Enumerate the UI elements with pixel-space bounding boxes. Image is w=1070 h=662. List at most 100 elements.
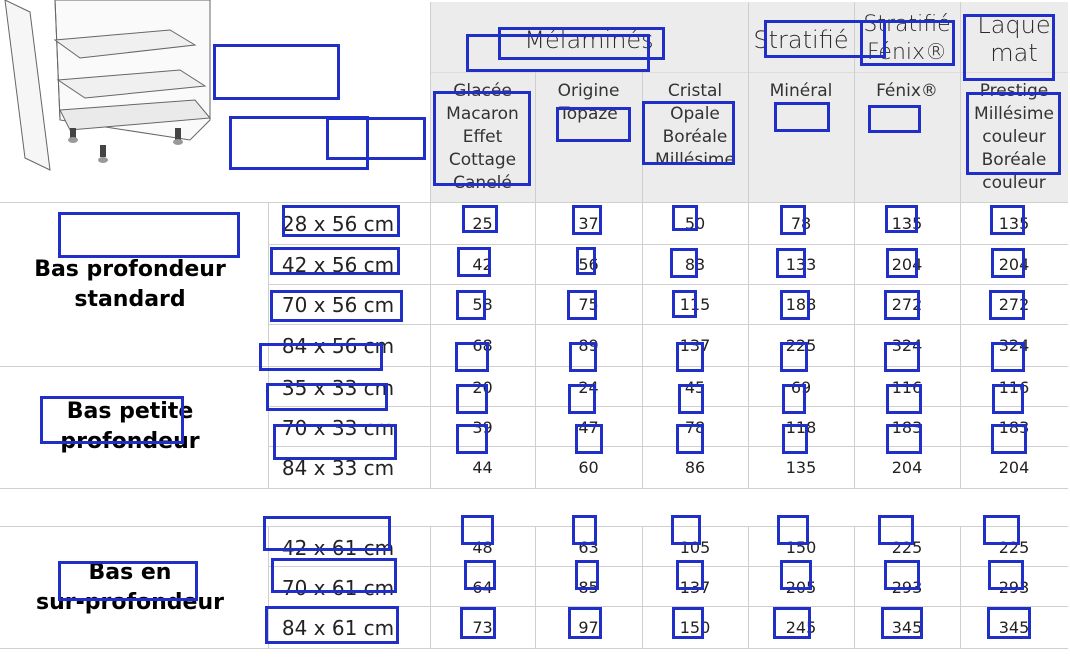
annotation-box [40, 396, 184, 444]
column-subheader-line: couleur [982, 173, 1046, 193]
price-cell: 183 [891, 418, 923, 437]
annotation-box [878, 515, 914, 545]
annotation-box [776, 248, 806, 278]
header-fenix-line2: Fénix® [866, 40, 948, 65]
annotation-box [991, 342, 1025, 372]
dimension-cell: 28 x 56 cm [281, 211, 395, 236]
annotation-box [462, 205, 498, 233]
column-subheader-line: Boréale [662, 127, 728, 147]
price-cell: 272 [891, 295, 923, 314]
annotation-box [963, 14, 1055, 81]
price-cell: 135 [785, 458, 817, 477]
annotation-box [987, 607, 1031, 639]
annotation-box [860, 20, 955, 66]
column-subheader-line: Origine [557, 81, 620, 101]
annotation-box [326, 117, 426, 160]
column-subheader-line: Opale [670, 104, 720, 124]
price-cell: 345 [891, 618, 923, 637]
column-subheader-line: Prestige [979, 81, 1049, 101]
annotation-box [455, 342, 489, 372]
annotation-box [777, 515, 809, 545]
price-cell: 204 [891, 458, 923, 477]
annotation-box [572, 515, 597, 545]
price-cell: 86 [684, 458, 706, 477]
annotation-box [671, 515, 701, 545]
price-cell: 69 [790, 378, 812, 397]
annotation-box [780, 560, 812, 590]
column-subheader-line: couleur [982, 127, 1046, 147]
dimension-cell: 70 x 61 cm [281, 575, 395, 600]
annotation-box [886, 248, 918, 278]
annotation-box [782, 384, 806, 414]
annotation-box [270, 290, 403, 322]
dimension-cell: 35 x 33 cm [281, 375, 395, 400]
category-bas-profondeur-standard: Bas profondeur standard [0, 254, 260, 316]
column-subheader-line: Boréale [981, 150, 1047, 170]
header-melamines-label: Mélaminés [524, 26, 654, 54]
category-title-line: Bas en [88, 560, 172, 585]
annotation-box [569, 342, 597, 372]
price-cell: 58 [472, 295, 493, 314]
annotation-box [881, 607, 923, 639]
category-title-line: sur-profondeur [36, 590, 224, 615]
header-stratifie-label: Stratifié [753, 26, 849, 54]
annotation-box [670, 248, 698, 278]
annotation-box [498, 27, 665, 60]
price-cell: 272 [998, 295, 1030, 314]
price-cell: 225 [785, 336, 817, 355]
price-cell: 345 [998, 618, 1030, 637]
price-cell: 204 [891, 255, 923, 274]
price-cell: 204 [998, 255, 1030, 274]
annotation-box [672, 290, 697, 318]
annotation-box [457, 247, 491, 277]
annotation-box [773, 607, 811, 639]
column-subheader-line: Cottage [448, 150, 517, 170]
annotation-box [676, 424, 704, 454]
annotation-box [642, 101, 735, 165]
annotation-box [676, 560, 704, 590]
price-cell: 60 [578, 458, 599, 477]
column-subheader: Minéral [748, 80, 854, 103]
annotation-box [868, 105, 921, 133]
annotation-box [460, 607, 496, 639]
category-bas-petite-profondeur: Bas petite profondeur [0, 396, 260, 458]
price-cell: 116 [891, 378, 923, 397]
annotation-box [229, 116, 369, 170]
price-cell: 42 [472, 255, 493, 274]
annotation-box [780, 205, 806, 235]
annotation-box [886, 424, 922, 454]
annotation-box [572, 205, 602, 235]
annotation-box [885, 205, 918, 233]
annotation-box [464, 560, 496, 590]
annotation-box [774, 102, 830, 132]
annotation-box [456, 384, 488, 414]
annotation-box [271, 558, 397, 593]
price-cell: 324 [891, 336, 923, 355]
price-cell: 45 [684, 378, 706, 397]
annotation-box [576, 247, 596, 275]
annotation-box [265, 606, 399, 644]
price-cell: 78 [684, 418, 706, 437]
column-subheader-line: Cristal [667, 81, 723, 101]
annotation-box [58, 212, 240, 258]
price-cell: 118 [785, 418, 817, 437]
column-subheader-line: Millésime [974, 104, 1054, 124]
category-title-line: standard [74, 287, 186, 312]
annotation-box [433, 91, 531, 186]
column-subheader-line: Minéral [769, 81, 833, 101]
price-cell: 73 [472, 618, 493, 637]
price-cell: 89 [578, 336, 599, 355]
annotation-box [568, 607, 602, 639]
annotation-box [568, 384, 596, 414]
cabinet-illustration [4, 0, 211, 171]
annotation-box [884, 342, 920, 372]
column-subheader-line: Macaron [446, 104, 519, 124]
price-cell: 133 [785, 255, 817, 274]
header-laque-line2: mat [990, 39, 1038, 67]
annotation-box [456, 290, 486, 320]
price-cell: 204 [998, 458, 1030, 477]
annotation-box [966, 92, 1061, 175]
header-stratifie: Stratifié [748, 22, 854, 58]
annotation-box [989, 290, 1025, 320]
